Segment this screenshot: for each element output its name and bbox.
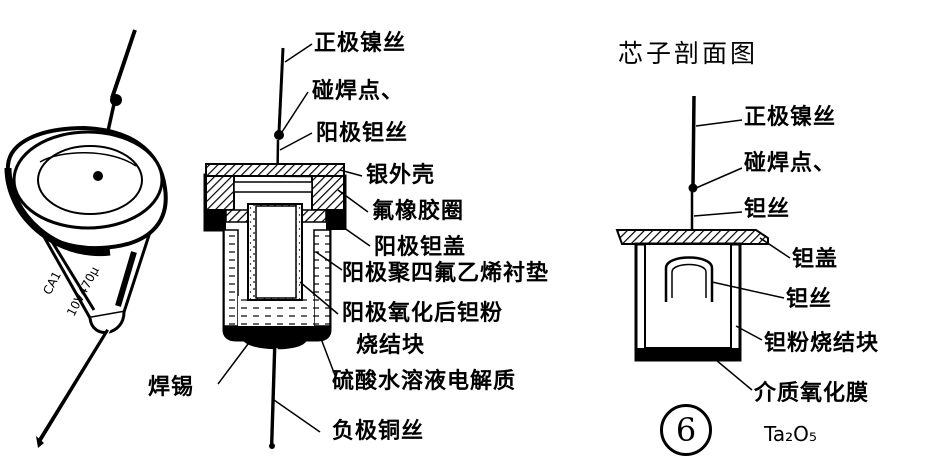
- figure-number: 6: [660, 404, 712, 456]
- label-positive-nickel-lead: 正极镍丝: [314, 31, 407, 56]
- label-core-sintered-block: 钽粉烧结块: [764, 331, 880, 356]
- label-core-tantalum-wire-2: 钽丝: [786, 287, 833, 312]
- label-core-tantalum-cover: 钽盖: [792, 247, 839, 272]
- label-core-tantalum-wire-1: 钽丝: [744, 197, 791, 222]
- label-sintered-block-line2: 烧结块: [356, 333, 426, 358]
- label-fluoro-rubber-ring: 氟橡胶圈: [372, 199, 465, 224]
- label-dielectric-oxide-film: 介质氧化膜: [754, 381, 870, 406]
- capacitor-external-view: [4, 29, 168, 448]
- right-leader-lines: [693, 119, 791, 391]
- label-silver-shell: 银外壳: [366, 163, 436, 188]
- formula-label: Ta₂O₅: [764, 422, 817, 446]
- section-title: 芯子剖面图: [618, 39, 759, 68]
- label-sintered-block-line1: 阳极氧化后钽粉: [342, 301, 504, 326]
- label-anode-tantalum-wire: 阳极钽丝: [316, 121, 409, 146]
- label-anode-tantalum-cover: 阳极钽盖: [374, 235, 467, 260]
- label-sulfuric-electrolyte: 硫酸水溶液电解质: [332, 369, 517, 394]
- middle-leader-lines: [217, 43, 371, 433]
- label-solder-tin: 焊锡: [148, 375, 195, 400]
- label-ptfe-liner: 阳极聚四氟乙烯衬垫: [342, 261, 550, 286]
- label-weld-point: 碰焊点、: [312, 79, 405, 104]
- core-section: [615, 95, 769, 362]
- label-core-positive-lead: 正极镍丝: [744, 105, 837, 130]
- label-core-weld-point: 碰焊点、: [744, 151, 837, 176]
- label-negative-copper-lead: 负极铜丝: [332, 419, 425, 444]
- capacitor-cross-section: [203, 47, 347, 449]
